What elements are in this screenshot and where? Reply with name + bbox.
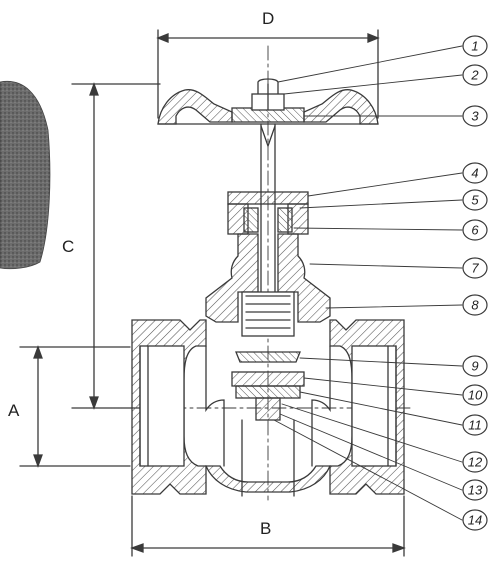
callout-4: 4 — [462, 162, 488, 184]
handwheel — [157, 89, 379, 125]
callout-number: 12 — [468, 455, 483, 470]
leader-lines — [273, 45, 463, 521]
callout-12: 12 — [462, 451, 488, 473]
callout-1: 1 — [462, 35, 488, 57]
callout-3: 3 — [462, 105, 488, 127]
callout-5: 5 — [462, 189, 488, 211]
callout-oval — [462, 257, 488, 279]
callout-13: 13 — [462, 479, 488, 501]
callout-oval — [462, 64, 488, 86]
callout-number: 2 — [470, 68, 479, 83]
callout-oval — [462, 384, 488, 406]
callout-oval — [462, 294, 488, 316]
stem — [260, 123, 276, 293]
callout-oval — [462, 509, 488, 531]
callout-oval — [462, 189, 488, 211]
label-a: A — [8, 401, 20, 420]
callout-oval — [462, 105, 488, 127]
callout-number: 7 — [471, 261, 479, 276]
callout-number: 14 — [468, 513, 482, 528]
callout-14: 14 — [462, 509, 488, 531]
callout-oval — [462, 479, 488, 501]
callout-11: 11 — [462, 414, 488, 436]
callout-oval — [462, 414, 488, 436]
callout-8: 8 — [462, 294, 488, 316]
label-d: D — [262, 9, 274, 28]
callout-oval — [462, 355, 488, 377]
valve-body — [131, 319, 405, 495]
callout-oval — [462, 219, 488, 241]
callout-oval — [462, 162, 488, 184]
callout-number: 3 — [471, 109, 479, 124]
callout-number: 8 — [471, 298, 479, 313]
handwheel-nut — [251, 78, 285, 111]
dimension-d — [156, 29, 380, 119]
dimension-b — [130, 495, 406, 557]
callout-number: 9 — [471, 359, 478, 374]
label-c: C — [62, 237, 74, 256]
callout-number: 1 — [471, 39, 478, 54]
callout-7: 7 — [462, 257, 488, 279]
callout-2: 2 — [462, 64, 488, 86]
dimension-a — [19, 345, 131, 468]
bonnet — [205, 233, 331, 337]
label-b: B — [260, 519, 271, 538]
callout-10: 10 — [462, 384, 488, 406]
callout-oval — [462, 35, 488, 57]
callout-6: 6 — [462, 219, 488, 241]
dimension-c — [71, 82, 161, 410]
callout-number: 13 — [468, 483, 483, 498]
callout-number: 4 — [471, 166, 478, 181]
callout-oval — [462, 451, 488, 473]
callout-number: 11 — [468, 418, 482, 433]
disc-assembly — [231, 351, 305, 497]
callout-number: 10 — [468, 388, 483, 403]
callout-9: 9 — [462, 355, 488, 377]
callout-number: 6 — [471, 223, 479, 238]
valve-photo — [0, 80, 51, 270]
callout-number: 5 — [471, 193, 479, 208]
